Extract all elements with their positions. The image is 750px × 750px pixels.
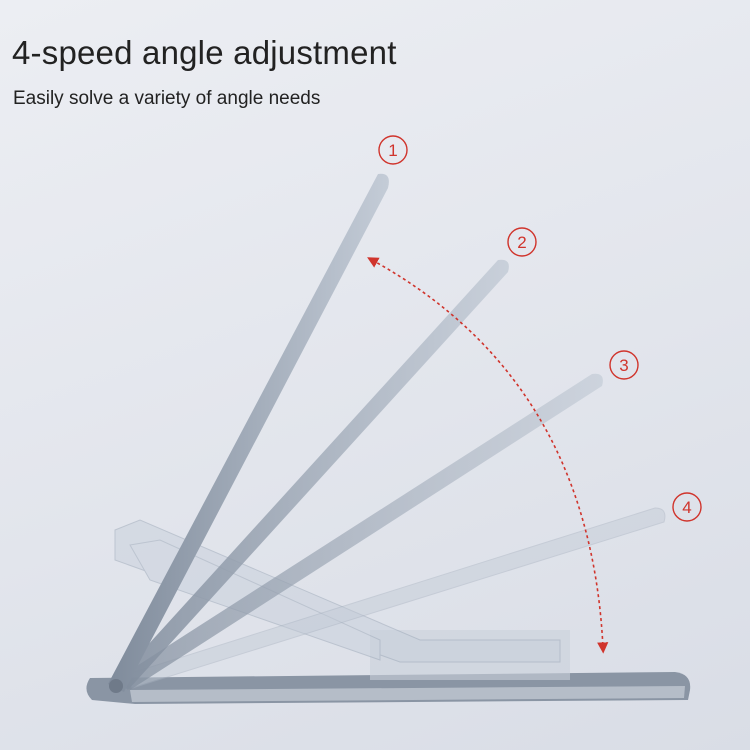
position-marker-4: 4	[672, 492, 702, 522]
angle-arc-arrow	[367, 257, 609, 654]
panel-position-1	[108, 173, 389, 693]
subheadline: Easily solve a variety of angle needs	[13, 88, 321, 109]
position-marker-1: 1	[378, 135, 408, 165]
svg-text:1: 1	[388, 141, 397, 160]
headline: 4-speed angle adjustment	[12, 34, 397, 71]
svg-text:3: 3	[619, 356, 628, 375]
svg-text:2: 2	[517, 233, 526, 252]
svg-text:4: 4	[682, 498, 691, 517]
position-marker-3: 3	[609, 350, 639, 380]
position-marker-2: 2	[507, 227, 537, 257]
